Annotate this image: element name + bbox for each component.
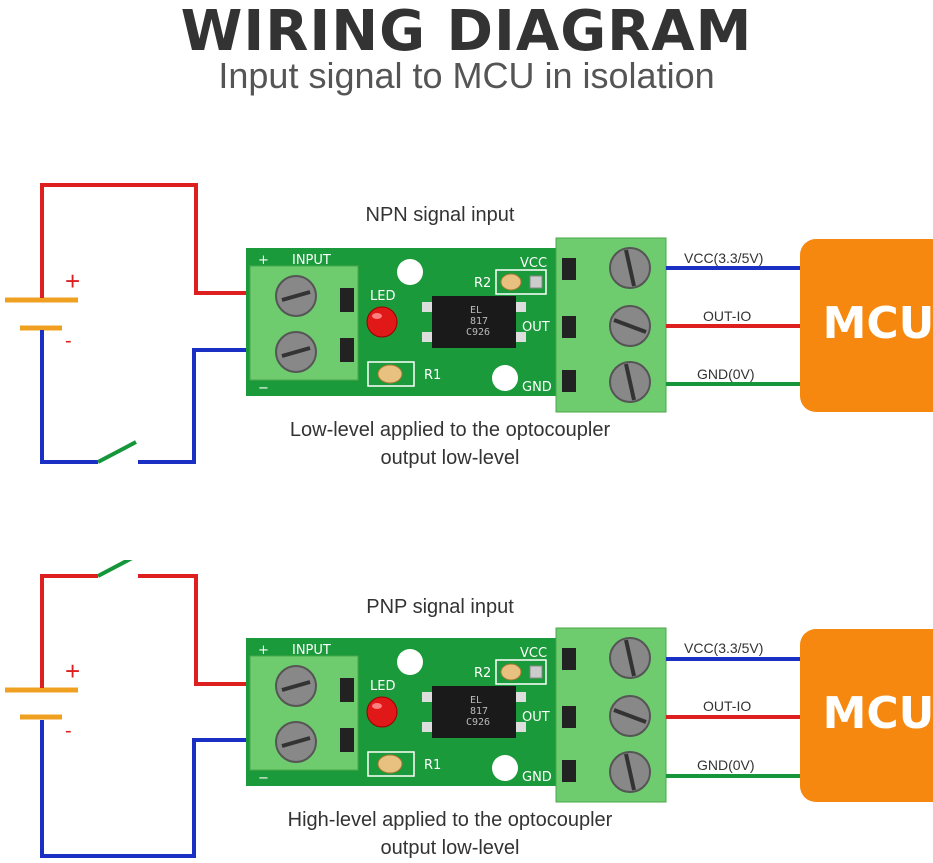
positive-wire-a	[40, 574, 98, 688]
chip-text-2: 817	[470, 706, 488, 717]
negative-wire-a	[40, 330, 98, 464]
input-silk-label: INPUT	[292, 643, 331, 658]
battery-minus-label: -	[65, 330, 72, 352]
screw-terminal-icon	[249, 265, 359, 381]
screw-terminal-icon	[249, 655, 359, 771]
r2-silk-label: R2	[474, 276, 491, 291]
led-icon	[366, 696, 398, 728]
mcu-block	[800, 629, 933, 802]
battery-minus-label: -	[65, 720, 72, 742]
diagram-title: WIRING DIAGRAM	[180, 0, 753, 64]
r2-silk-label: R2	[474, 666, 491, 681]
chip-text-1: EL	[470, 305, 482, 316]
mcu-block	[800, 239, 933, 412]
caption-line-2: output low-level	[380, 447, 520, 469]
led-silk-label: LED	[370, 289, 395, 304]
resistor-icon	[495, 269, 547, 295]
gnd-label: GND(0V)	[697, 757, 755, 773]
mount-hole	[492, 365, 518, 391]
negative-wire-b	[138, 348, 246, 464]
mcu-label: MCU	[822, 298, 933, 349]
battery-plus-label: +	[65, 656, 81, 686]
switch-icon	[97, 560, 133, 578]
chip-text-3: C926	[466, 717, 490, 728]
input-plus-silk: +	[258, 643, 269, 658]
chip-text-1: EL	[470, 695, 482, 706]
gnd-label: GND(0V)	[697, 366, 755, 382]
gnd-silk-label: GND	[522, 380, 552, 395]
signal-label: PNP signal input	[366, 596, 514, 618]
negative-wire	[40, 720, 246, 858]
resistor-icon	[367, 751, 415, 777]
chip-text-2: 817	[470, 316, 488, 327]
r1-silk-label: R1	[424, 758, 441, 773]
battery-icon	[5, 687, 78, 720]
out-silk-label: OUT	[522, 320, 550, 335]
switch-icon	[97, 440, 137, 464]
input-minus-silk: −	[258, 381, 269, 396]
npn-panel: INPUT + − LED R1 R2	[0, 170, 933, 470]
signal-label: NPN signal input	[365, 204, 515, 226]
vcc-label: VCC(3.3/5V)	[684, 640, 764, 656]
caption-line-1: Low-level applied to the optocoupler	[289, 419, 611, 441]
positive-wire	[40, 183, 246, 298]
vcc-label: VCC(3.3/5V)	[684, 250, 764, 266]
chip-text-3: C926	[466, 327, 490, 338]
input-silk-label: INPUT	[292, 253, 331, 268]
screw-terminal-icon	[555, 237, 667, 413]
input-minus-silk: −	[258, 771, 269, 786]
r1-silk-label: R1	[424, 368, 441, 383]
diagram-subtitle: Input signal to MCU in isolation	[218, 55, 715, 96]
mount-hole	[397, 259, 423, 285]
optocoupler-icon	[422, 686, 526, 738]
caption-line-2: output low-level	[380, 837, 520, 859]
battery-plus-label: +	[65, 266, 81, 296]
led-icon	[366, 306, 398, 338]
vcc-silk-label: VCC	[520, 256, 547, 271]
pnp-panel: INPUT + − LED R1 R2 EL 817 C926	[0, 560, 933, 860]
gnd-silk-label: GND	[522, 770, 552, 785]
pnp-circuit: INPUT + − LED R1 R2 EL 817 C926	[5, 560, 933, 858]
mcu-label: MCU	[822, 688, 933, 739]
input-plus-silk: +	[258, 253, 269, 268]
mount-hole	[397, 649, 423, 675]
battery-icon	[5, 297, 78, 331]
resistor-icon	[367, 361, 415, 387]
out-io-label: OUT-IO	[703, 308, 752, 324]
out-io-label: OUT-IO	[703, 698, 752, 714]
resistor-icon	[495, 659, 547, 685]
optocoupler-icon	[422, 296, 526, 348]
mount-hole	[492, 755, 518, 781]
led-silk-label: LED	[370, 679, 395, 694]
npn-circuit: INPUT + − LED R1 R2	[5, 183, 933, 464]
screw-terminal-icon	[555, 627, 667, 803]
out-silk-label: OUT	[522, 710, 550, 725]
positive-wire-b	[138, 574, 246, 686]
vcc-silk-label: VCC	[520, 646, 547, 661]
caption-line-1: High-level applied to the optocoupler	[287, 809, 613, 831]
